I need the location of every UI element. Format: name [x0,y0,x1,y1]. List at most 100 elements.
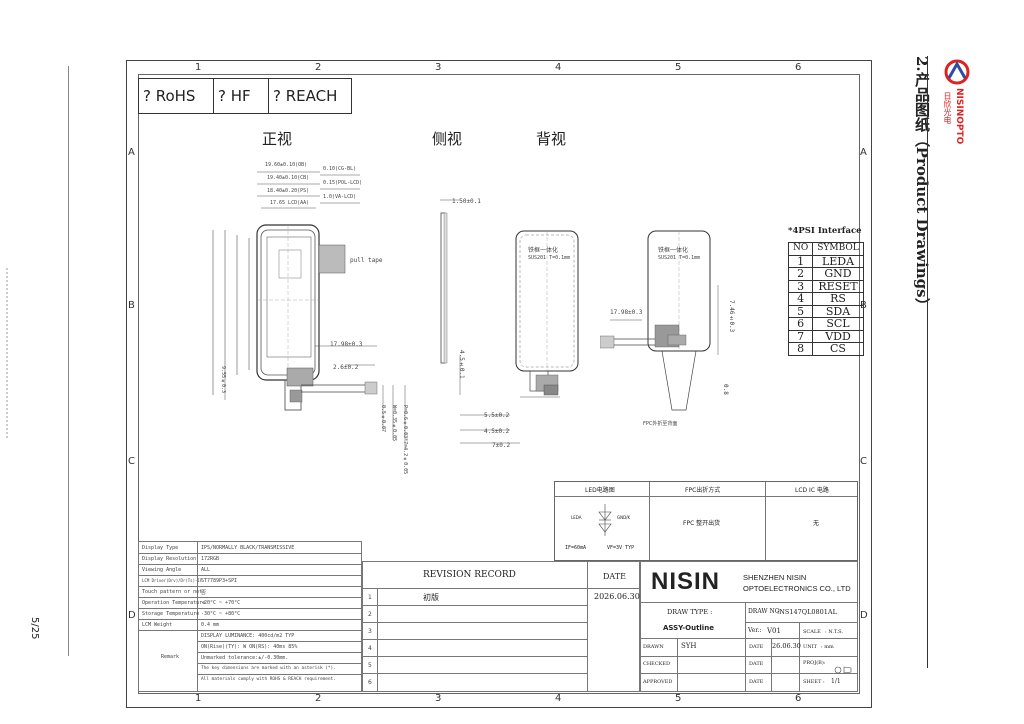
pin-no: 1 [787,254,814,268]
pin-symbol: RESET [812,279,864,293]
revision-mark: 5 [368,662,372,669]
spec-value: 172RGB [201,556,220,562]
back-steel-spec: SUS201 T=0.1mm [528,255,571,261]
row-a-right: A [860,147,867,158]
view-title-back: 背视 [536,130,567,148]
row-c-right: C [860,456,867,467]
dim-d4: 17.65 LCD(AA) [270,200,310,206]
pin-no: 7 [787,329,814,343]
spec-value: 否 [201,590,207,596]
col-6-bottom: 6 [795,693,802,704]
back-view-drawing [459,230,579,444]
row-b-left: B [128,300,135,311]
projection-icon [834,659,852,674]
dim-fpc-width: 17.98±0.3 [330,341,363,348]
dim-d13: 5.5±0.2 [484,412,510,419]
draw-type-label: DRAW TYPE : [667,608,713,616]
col-6-top: 6 [795,62,802,73]
compliance-box: ? RoHS ? HF ? REACH [138,78,352,114]
drawing-outer-frame [126,60,872,708]
pin-no: 4 [787,292,814,306]
pin-no: 5 [787,304,814,318]
dim-d7: 1.0(VA-LCD) [323,194,357,200]
spec-value: IPS/NORMALLY BLACK/TRANSMISSIVE [201,545,295,551]
title-block: NISIN SHENZHEN NISIN OPTOELECTRONICS CO.… [640,561,858,692]
dim-pitch: 9.55±0.3 [220,366,226,394]
dim-d14: 4.5±0.2 [484,428,510,435]
led-circuit-title: LED电路图 [585,487,615,494]
compliance-reach: ? REACH [273,87,338,105]
interface-header-no: NO [787,242,814,256]
brand-logo-icon [943,58,971,86]
sheet-label: SHEET : [803,679,825,685]
brand-wordmark: NISIN [651,568,721,595]
col-4-top: 4 [555,62,562,73]
brand-logo-cn: 日欣光电 [943,92,952,124]
compliance-hf: ? HF [214,79,269,113]
led-cathode-label: GND/K [617,515,631,520]
approved-label: APPROVED [643,679,673,685]
unit-value: : mm [821,644,834,650]
date-label: DATE [749,661,764,667]
col-1-bottom: 1 [195,693,202,704]
side-title-number: 2. [913,56,931,72]
spec-label: Storage Temperature [142,611,200,617]
scale-value: : N.T.S. [825,629,843,635]
pin-symbol: VDD [812,329,864,343]
row-b-right: B [860,300,867,311]
date-value: 26.06.30 [772,642,801,650]
spec-value: 0.4 mm [201,622,220,628]
led-anode-label: LEDA [571,515,582,520]
col-2-bottom: 2 [315,693,322,704]
col-3-top: 3 [435,62,442,73]
dim-d15: 7±0.2 [492,442,511,449]
revision-mark: 2 [368,611,372,618]
revision-record: REVISION RECORD DATE 1 初版 2026.06.30 2 3… [362,561,640,692]
spec-table: Display Type IPS/NORMALLY BLACK/TRANSMIS… [138,541,362,692]
compliance-rohs: ? RoHS [139,79,214,113]
back2-steel-spec: SUS201 T=0.1mm [658,255,701,261]
side-divider [927,56,928,668]
col-5-top: 5 [675,62,682,73]
pin-no: 3 [787,279,814,293]
lcd-ic-desc: 无 [813,520,820,527]
page-number: 5/25 [29,617,40,640]
col-4-bottom: 4 [555,693,562,704]
back-steel-cn: 铁框一体化 [528,247,559,254]
pin-symbol: SCL [812,317,864,331]
logo-text-en: NISINOPTO [954,88,964,145]
dim-d3: 18.40±0.20(PS) [267,188,310,194]
company-name-line2: OPTOELECTRONICS CO., LTD [743,584,851,593]
side-title: 2.产品图纸（Product Drawings） [912,56,933,313]
revision-mark: 3 [368,628,372,635]
date-label: DATE [749,644,764,650]
pin-symbol: RS [812,292,864,306]
view-title-side: 侧视 [432,130,463,148]
company-name-line1: SHENZHEN NISIN [743,573,807,582]
dim-d18: 0.8 [722,384,729,395]
dim-d9: 0.5±0.07 [380,405,386,433]
view-title-front: 正视 [262,130,293,148]
spec-remark: All materials comply with ROHS & REACH r… [201,677,336,682]
ver-value: V01 [767,627,781,635]
pin-symbol: CS [812,342,864,356]
back2-steel-cn: 铁框一体化 [658,247,689,254]
revision-mark: 6 [368,679,372,686]
draw-no-label: DRAW NO. [748,608,782,615]
pin-symbol: GND [812,267,864,281]
side-title-en: （Product Drawings） [913,131,931,313]
dim-d6: 0.15(POL-LCD) [323,180,363,186]
draw-no-value: :NS147QL0801AL [777,608,837,616]
dim-thickness: 1.50±0.1 [452,198,481,205]
spec-label: LCM Driver(Drv)/Dr(Ts)-IF [142,578,203,583]
drawn-label: DRAWN [643,644,664,650]
led-vf-value: VF=3V TYP [607,545,635,551]
interface-header-symbol: SYMBOL [812,242,864,256]
spec-label: Viewing Angle [142,567,182,573]
